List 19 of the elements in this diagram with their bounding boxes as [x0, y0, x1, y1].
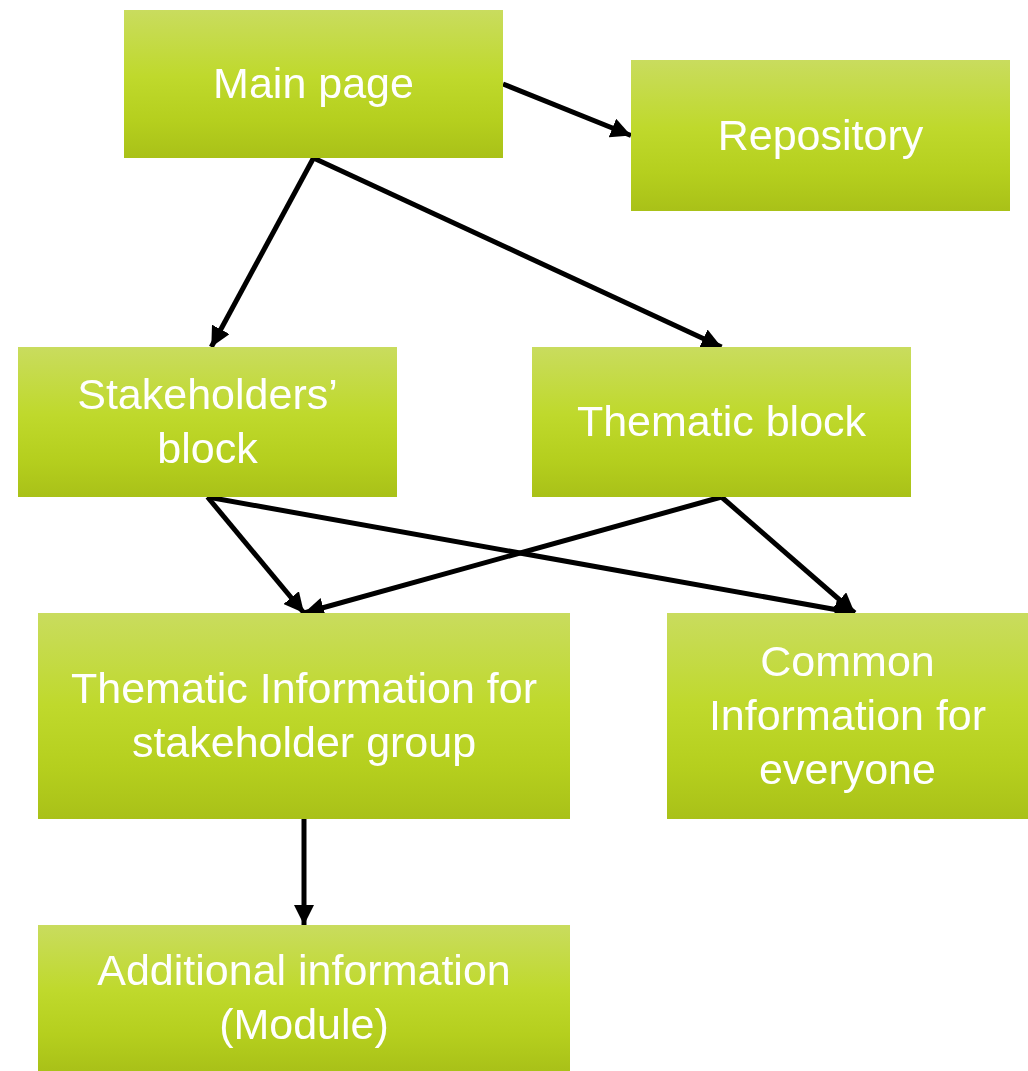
box-label: Stakeholders’ block [76, 369, 339, 474]
arrow [719, 495, 857, 615]
box-label: Thematic Information for stakeholder group [70, 663, 538, 768]
process-box [124, 10, 503, 158]
process-box [38, 925, 570, 1071]
arrow [209, 156, 316, 349]
process-box [18, 347, 397, 497]
process-box [38, 613, 570, 819]
process-box [667, 613, 1028, 819]
box-label: Additional information (Module) [96, 945, 512, 1050]
arrow [205, 495, 306, 615]
box-label: Thematic block [576, 396, 867, 448]
process-box [631, 60, 1010, 211]
box-label: Main page [213, 58, 414, 110]
arrow [294, 819, 314, 925]
box-label: Common Information for everyone [707, 636, 988, 795]
process-box [532, 347, 911, 497]
box-label: Repository [717, 109, 924, 161]
arrow [502, 81, 632, 138]
